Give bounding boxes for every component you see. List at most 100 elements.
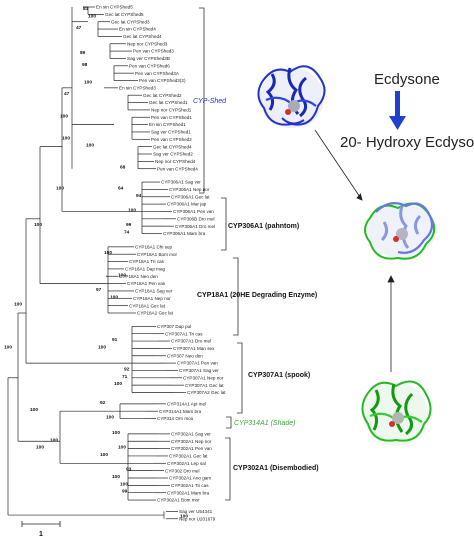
tip-label: Gec lat CYPShed5 [105, 12, 144, 17]
bootstrap-value: 100 [110, 294, 118, 300]
tip-label: CYP307A2 Gec lat [187, 390, 226, 395]
tip-label: CYP302A1 Mam bra [167, 490, 210, 495]
bracket-cyp314 [226, 416, 232, 429]
tip-label: CYP307A1 Gec lat [185, 383, 224, 388]
bootstrap-value: 94 [136, 193, 142, 199]
bootstrap-value: 100 [112, 430, 120, 436]
tip-label: CYP302A1 Ano gam [169, 476, 211, 481]
tip-label: CYP307A1 Dro mel [171, 339, 211, 344]
tip-label: Gec lat CYPShed4 [123, 34, 162, 39]
bootstrap-value: 47 [64, 91, 70, 97]
bootstrap-value: 98 [82, 62, 88, 68]
tip-label: CYP306A1 Gec lat [171, 194, 210, 199]
tip-label: CYP18A1 Dap mag [125, 267, 166, 272]
protein-structure-overlay-icon [364, 201, 436, 260]
bracket-cyp18 [233, 257, 239, 336]
tip-label: Pen van CYPShed6 [129, 63, 170, 68]
protein-structure-blue-icon [257, 65, 326, 128]
tip-label: CYP302A1 Sag ver [171, 432, 211, 437]
tip-label: Sag ver CYPShed3B [127, 56, 170, 61]
tip-label: CYP307 Neo den [167, 353, 203, 358]
bootstrap-value: 100 [36, 445, 44, 451]
tip-label: CYP18A1 Bom mor [137, 252, 178, 257]
connector-arrows [314, 129, 395, 372]
bootstrap-value: 99 [126, 222, 132, 228]
bootstrap-value: 97 [96, 287, 102, 293]
tip-label: Sag ver U54341 [179, 509, 213, 514]
bootstrap-value: 93 [126, 467, 132, 473]
bootstrap-value: 100 [84, 80, 92, 86]
tip-label: CYP314A1 Api mel [167, 401, 206, 406]
bracket-cyp307 [237, 342, 243, 414]
bootstrap-value: 100 [128, 207, 136, 213]
bootstrap-value: 100 [118, 272, 126, 278]
arrowhead-2 [387, 275, 395, 283]
tip-label: CYP18A1 Nep nor [133, 296, 171, 301]
tip-label: CYP306A1 Dro mel [175, 224, 215, 229]
bootstrap-value: 100 [60, 113, 68, 119]
tip-label: CYP307A1 Nep nor [183, 375, 224, 380]
tip-label: Gec lat CYPShed4 [153, 144, 192, 149]
bootstrap-value: 99 [122, 489, 128, 495]
bracket-cyp306 [221, 197, 227, 251]
bootstrap-value: 100 [106, 415, 114, 421]
bootstrap-value: 47 [76, 25, 82, 31]
tip-label: CYP306A1 Pen van [173, 209, 214, 214]
tip-label: CYP307A1 Sag ver [179, 368, 219, 373]
bootstrap-value: 100 [120, 481, 128, 487]
tip-label: CYP306A1 Nep nor [169, 187, 210, 192]
tip-label: En sin CYPShed5 [96, 5, 133, 10]
tip-label: En sin CYPShed4 [119, 27, 156, 32]
clade-label-cyp306: CYP306A1 (pahntom) [228, 223, 299, 230]
bootstrap-value: 100 [62, 135, 70, 141]
tip-label: Sag ver CYPShed2 [153, 152, 193, 157]
tip-label: Pen van CYPShed3(2) [139, 78, 186, 83]
arrow-blue-to-overlay [314, 129, 363, 201]
scale-label: 1 [39, 531, 43, 538]
bootstrap-value: 71 [122, 374, 128, 380]
clade-label-cyp314: CYP314A1 (Shade) [234, 420, 295, 427]
tip-label: CYP18A1 Chi sup [135, 244, 172, 249]
tip-label: CYP18A1 Tri cas [129, 259, 165, 264]
clade-label-cyp18: CYP18A1 (20HE Degrading Enzyme) [197, 292, 317, 299]
bootstrap-labels: 8310047899810047100100100646894100100997… [4, 6, 188, 519]
tip-label: Nep nor CYPShed3 [127, 41, 168, 46]
tip-label: CYP302A1 Lep sal [167, 461, 206, 466]
tip-label: CYP18A1 Sag ver [135, 289, 173, 294]
clade-label-cyp302: CYP302A1 (Disembodied) [233, 465, 319, 472]
clade-label-shed: CYP-Shed [193, 98, 227, 105]
bootstrap-value: 100 [4, 344, 12, 350]
bootstrap-value: 91 [112, 337, 118, 343]
tip-label: Pen van CYPShed1 [151, 115, 192, 120]
bootstrap-value: 92 [100, 400, 106, 406]
bootstrap-value: 100 [98, 344, 106, 350]
bootstrap-value: 100 [30, 407, 38, 413]
bootstrap-value: 100 [56, 185, 64, 191]
bootstrap-value: 74 [124, 230, 130, 236]
bootstrap-value: 92 [124, 366, 130, 372]
tip-label: Nep nor CYPShed4 [155, 159, 196, 164]
bootstrap-value: 100 [104, 250, 112, 256]
substrate-label: Ecdysone [374, 71, 440, 88]
tip-label: CYP314 Orn mou [157, 416, 194, 421]
bootstrap-value: 100 [100, 452, 108, 458]
tip-label: CYP307 Dap pul [157, 324, 191, 329]
tip-label: Nep nor CYPShed1 [151, 108, 192, 113]
tip-label: Sag ver CYPShed1 [151, 130, 191, 135]
tip-label: CYP307A1 Tri cas [165, 331, 203, 336]
product-label: 20- Hydroxy Ecdysone [340, 134, 474, 151]
bootstrap-value: 68 [120, 165, 126, 171]
clade-brackets [199, 7, 243, 501]
tip-label: CYP306A1 Mam bra [163, 231, 206, 236]
clade-label-cyp307: CYP307A1 (spook) [248, 372, 310, 379]
tip-label: Pen van CYPShed3A [135, 71, 180, 76]
tip-label: CYP302A1 Pen van [171, 446, 212, 451]
tip-label: Gec lat CYPShed3 [111, 19, 150, 24]
bootstrap-value: 83 [83, 6, 89, 12]
tip-label: CYP18A1 Pen van [127, 281, 166, 286]
tree-branches [7, 6, 186, 520]
tip-label: CYP302A1 Nep nor [171, 439, 212, 444]
